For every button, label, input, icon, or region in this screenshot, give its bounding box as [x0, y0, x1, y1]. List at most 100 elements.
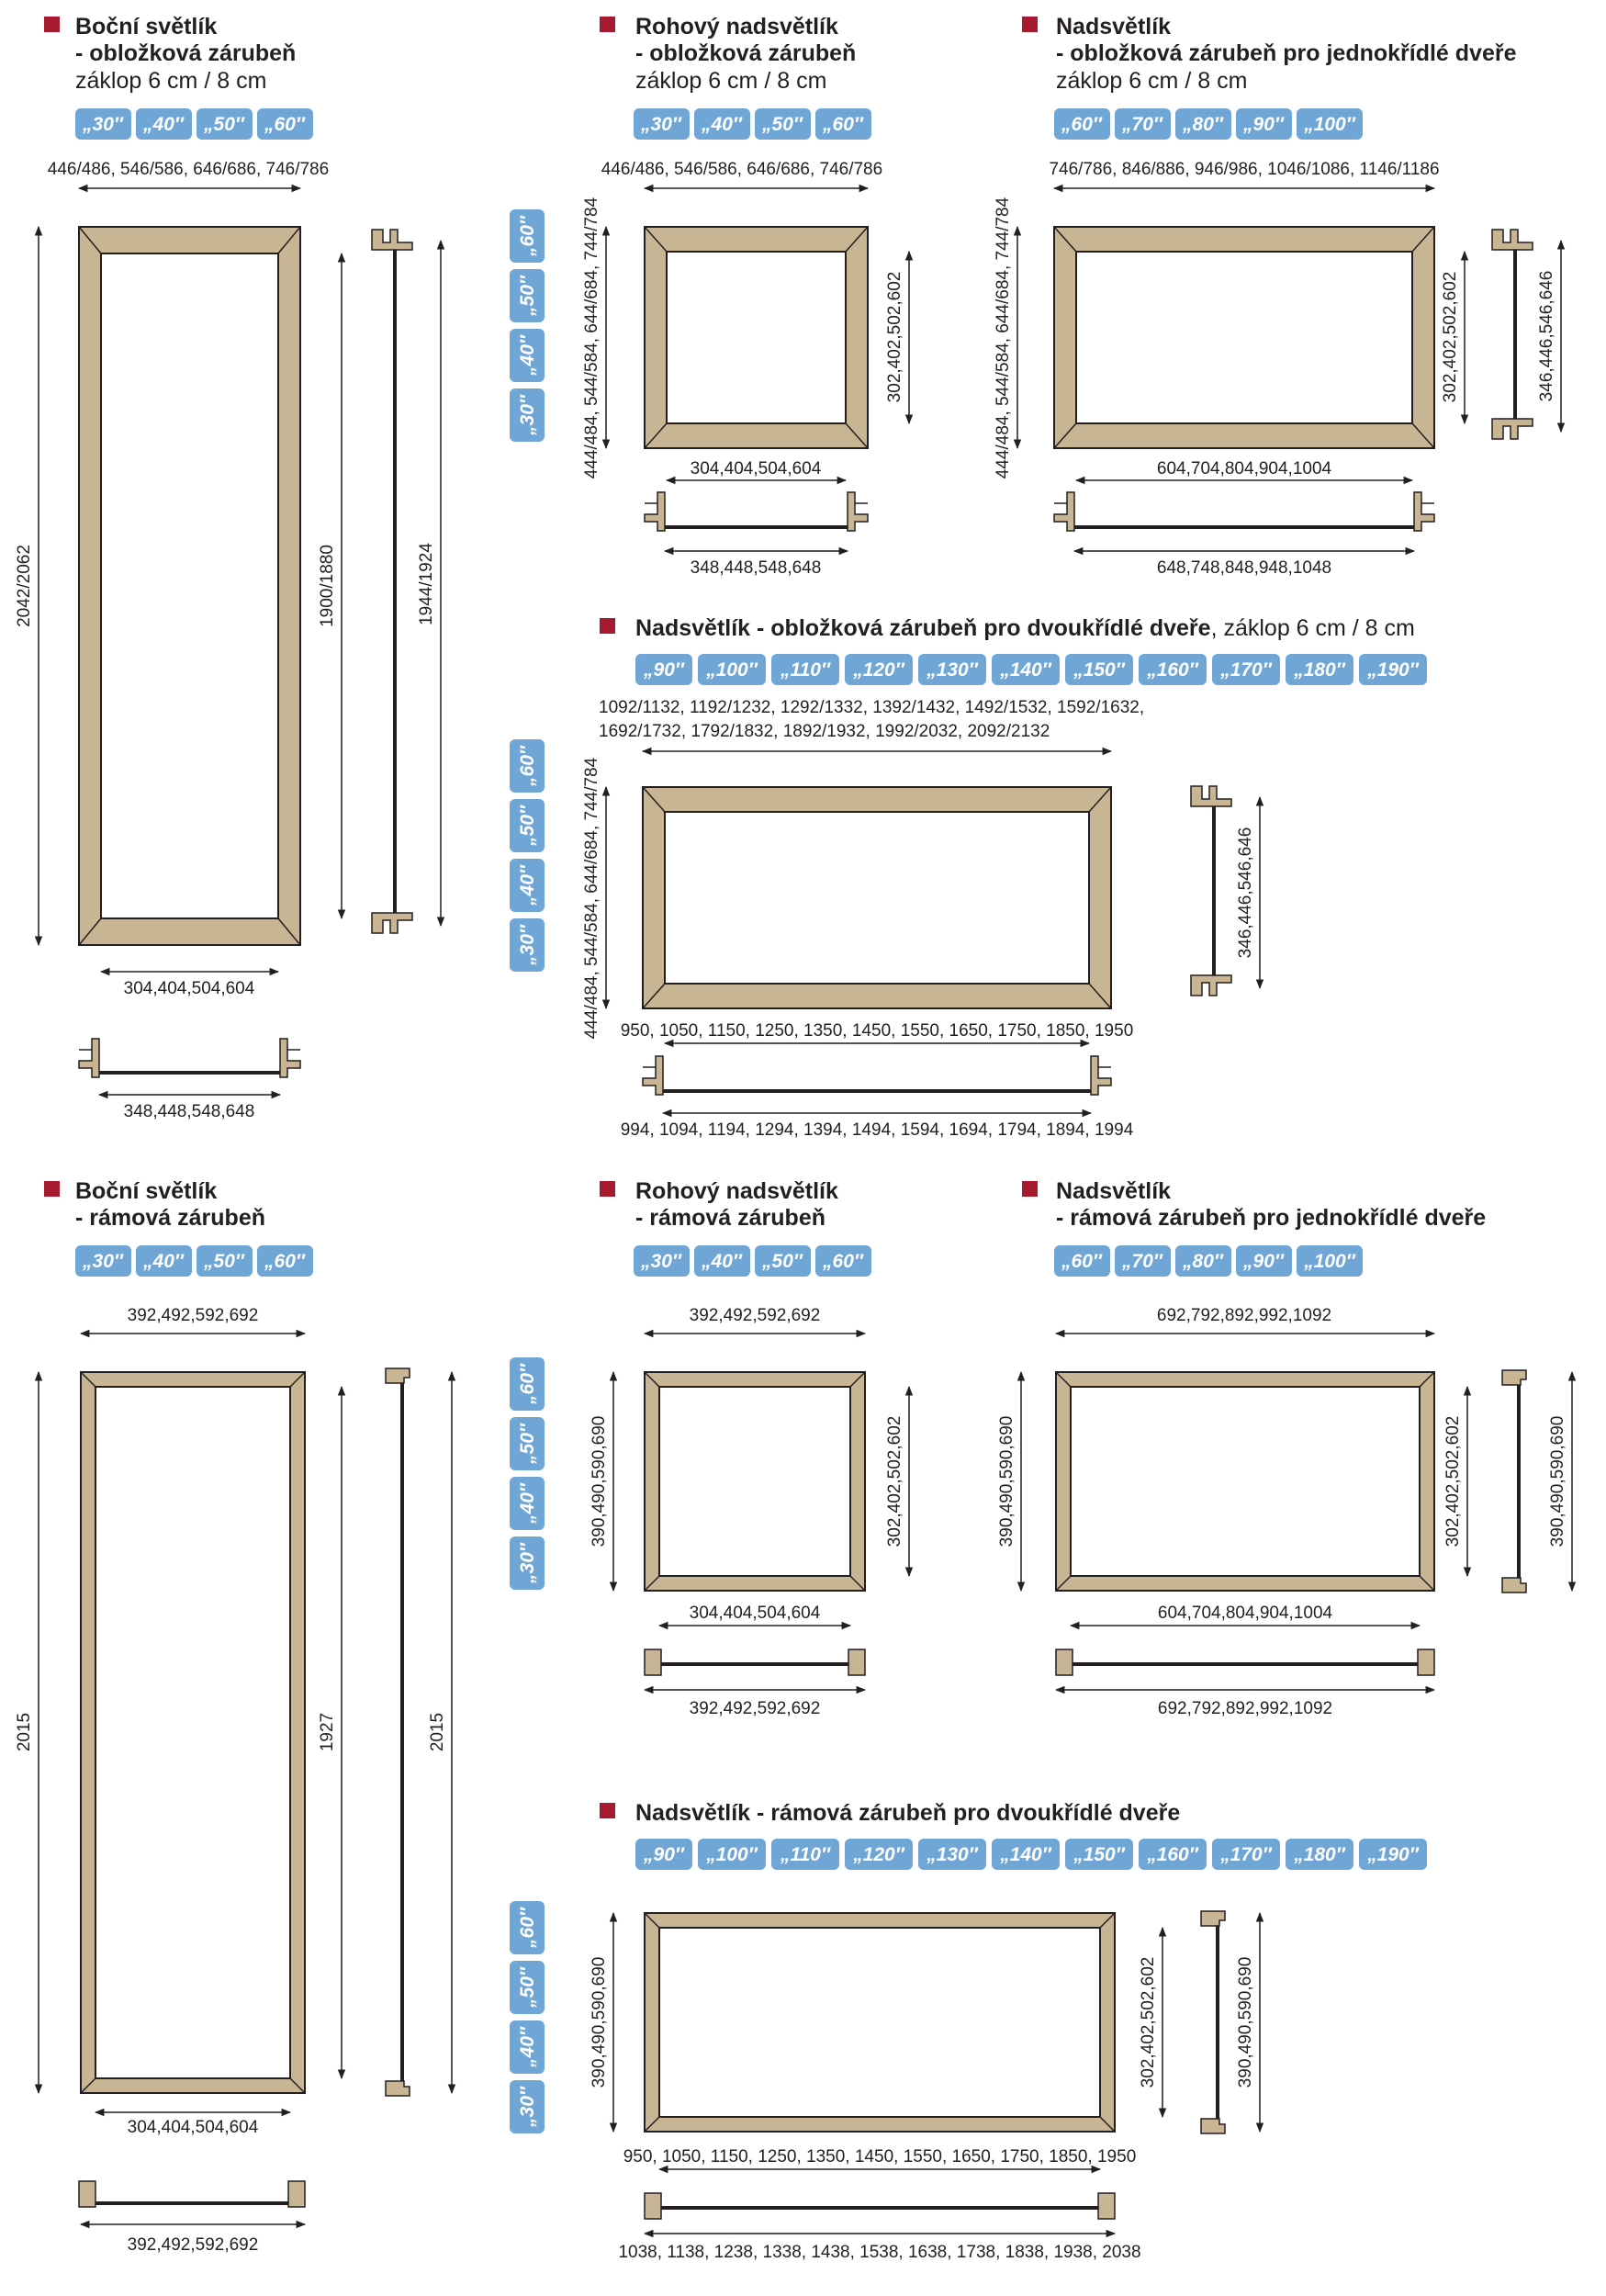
- dimension-profile-height: 346,446,546,646: [1537, 271, 1556, 402]
- size-tag-vertical: „30″: [517, 394, 538, 436]
- dimension-inner-width: 304,404,504,604: [128, 2118, 259, 2137]
- section-transom-block-double: Nadsvětlík - rámová zárubeň pro dvoukříd…: [590, 1800, 1427, 2262]
- section-title-line2: - rámová zárubeň: [635, 1205, 825, 1231]
- dimension-profile-height: 1944/1924: [417, 543, 436, 625]
- dimension-profile-width: 994, 1094, 1194, 1294, 1394, 1494, 1594,…: [621, 1120, 1134, 1140]
- size-tag-bg: [257, 108, 313, 140]
- section-title: Nadsvětlík - rámová zárubeň pro dvoukříd…: [635, 1800, 1180, 1826]
- section-marker-square: [600, 618, 615, 634]
- dimension-profile-width: 348,448,548,648: [124, 1102, 255, 1121]
- dimension-inner-height: 302,402,502,602: [1443, 1416, 1463, 1548]
- size-tag-vertical: „60″: [517, 215, 538, 257]
- section-subtitle: , záklop 6 cm / 8 cm: [1211, 615, 1415, 641]
- size-tag: „130″: [926, 1844, 979, 1865]
- size-tag: „100″: [1303, 1251, 1356, 1272]
- dimension-profile-width: 392,492,592,692: [128, 2235, 259, 2255]
- dimension-inner-width: 304,404,504,604: [124, 979, 255, 998]
- size-tag: „30″: [82, 114, 124, 135]
- size-tag: „110″: [780, 1844, 831, 1865]
- dimension-outer-height: 390,490,590,690: [997, 1416, 1016, 1548]
- size-tag: „150″: [1073, 659, 1126, 681]
- section-marker-square: [1022, 17, 1038, 32]
- section-title: Boční světlík: [75, 1178, 217, 1204]
- size-tag: „80″: [1182, 1251, 1224, 1272]
- size-tag: „120″: [852, 659, 905, 681]
- dimension-outer-height: 390,490,590,690: [590, 1416, 609, 1548]
- size-tag: „180″: [1293, 659, 1346, 681]
- block-frame-drawing: [80, 1371, 306, 2094]
- dimension-profile-height: 390,490,590,690: [1548, 1416, 1567, 1548]
- size-tag: „60″: [264, 114, 306, 135]
- section-marker-square: [600, 1181, 615, 1197]
- dimension-profile-height: 390,490,590,690: [1236, 1957, 1255, 2088]
- size-tag: „190″: [1366, 659, 1420, 681]
- size-tag: „90″: [1242, 114, 1285, 135]
- size-tags: „90″ „100″ „110″ „120″ „130″ „140″ „150″…: [635, 1839, 1427, 1870]
- size-tag-vertical: „30″: [517, 1542, 538, 1584]
- block-profile-horizontal: [644, 1649, 866, 1676]
- block-frame-drawing: [644, 1912, 1116, 2133]
- section-title-line2: - rámová zárubeň: [75, 1205, 265, 1231]
- size-tag-vertical: „30″: [517, 2086, 538, 2128]
- section-subtitle: záklop 6 cm / 8 cm: [635, 68, 826, 94]
- section-title-line2: - obložková zárubeň: [635, 40, 856, 66]
- size-tag-vertical: „30″: [517, 924, 538, 966]
- section-title: Nadsvětlík: [1056, 14, 1171, 39]
- size-tag: „140″: [999, 1844, 1052, 1865]
- dimension-inner-width: 604,704,804,904,1004: [1157, 459, 1332, 478]
- casing-frame-drawing: [644, 226, 869, 449]
- casing-profile-vertical: [1491, 229, 1533, 440]
- section-title: Rohový nadsvětlík: [635, 14, 838, 39]
- block-frame-drawing: [1055, 1371, 1435, 1592]
- section-title: Nadsvětlík - obložková zárubeň pro dvouk…: [635, 615, 1211, 641]
- size-tags: „30″ „40″ „50″ „60″: [75, 108, 313, 140]
- section-title-line2: - obložková zárubeň: [75, 40, 296, 66]
- size-tag: „30″: [82, 1251, 124, 1272]
- size-tag: „110″: [780, 659, 831, 681]
- section-marker-square: [44, 17, 60, 32]
- size-tag: „160″: [1146, 1844, 1199, 1865]
- size-tag: „60″: [822, 1251, 864, 1272]
- size-tag: „170″: [1219, 1844, 1273, 1865]
- dimension-inner-width: 950, 1050, 1150, 1250, 1350, 1450, 1550,…: [621, 1021, 1134, 1041]
- size-tag: „160″: [1146, 659, 1199, 681]
- size-tags: „90″ „100″ „110″ „120″ „130″ „140″ „150″…: [635, 654, 1427, 685]
- svg-text:Nadsvětlík - obložková zárubeň: Nadsvětlík - obložková zárubeň pro dvouk…: [635, 615, 1415, 641]
- size-tag-vertical: „60″: [517, 1907, 538, 1949]
- section-title: Boční světlík: [75, 14, 217, 39]
- dimension-outer-height: 444/484, 544/584, 644/684, 744/784: [582, 757, 601, 1039]
- section-subtitle: záklop 6 cm / 8 cm: [75, 68, 266, 94]
- dimension-profile-width: 692,792,892,992,1092: [1158, 1699, 1332, 1718]
- section-title: Nadsvětlík: [1056, 1178, 1171, 1204]
- size-tag: „60″: [1061, 114, 1103, 135]
- size-tag: „80″: [1182, 114, 1224, 135]
- dimension-profile-width: 648,748,848,948,1048: [1157, 558, 1331, 578]
- dimension-inner-height: 302,402,502,602: [885, 272, 904, 403]
- section-side-light-block-frame: Boční světlík - rámová zárubeň „30″ „40″…: [15, 1178, 456, 2255]
- dimension-inner-height: 1927: [318, 1713, 337, 1751]
- section-corner-transom-block-frame: Rohový nadsvětlík - rámová zárubeň „30″ …: [590, 1178, 914, 1718]
- dimension-outer-width: 692,792,892,992,1092: [1157, 1306, 1331, 1325]
- section-corner-transom-casing-frame: Rohový nadsvětlík - obložková zárubeň zá…: [582, 14, 914, 578]
- size-tags: „60″ „70″ „80″ „90″ „100″: [1054, 108, 1363, 140]
- dimension-profile-width: 1038, 1138, 1238, 1338, 1438, 1538, 1638…: [618, 2243, 1140, 2262]
- section-transom-casing-double: Nadsvětlík - obložková zárubeň pro dvouk…: [582, 615, 1427, 1140]
- size-tag-vertical: „40″: [517, 1482, 538, 1525]
- size-tag: „30″: [640, 114, 682, 135]
- size-tag: „180″: [1293, 1844, 1346, 1865]
- dimension-inner-width: 304,404,504,604: [690, 1604, 821, 1623]
- dimension-inner-height: 302,402,502,602: [1441, 272, 1460, 403]
- section-title-line2: - rámová zárubeň pro jednokřídlé dveře: [1056, 1205, 1486, 1231]
- size-tag: „150″: [1073, 1844, 1126, 1865]
- size-tag-bg: [136, 108, 192, 140]
- size-tag: „50″: [203, 1251, 245, 1272]
- size-tag: „100″: [1303, 114, 1356, 135]
- section-transom-casing-single: Nadsvětlík - obložková zárubeň pro jedno…: [994, 14, 1566, 578]
- dimension-outer-height: 444/484, 544/584, 644/684, 744/784: [582, 197, 601, 478]
- vertical-size-tags-bottom: „60″ „50″ „40″ „30″: [510, 1901, 545, 2133]
- size-tag: „40″: [701, 114, 743, 135]
- size-tag-vertical: „50″: [517, 275, 538, 317]
- block-profile-vertical: [385, 1367, 410, 2097]
- casing-profile-vertical: [1190, 785, 1232, 996]
- section-title: Rohový nadsvětlík: [635, 1178, 838, 1204]
